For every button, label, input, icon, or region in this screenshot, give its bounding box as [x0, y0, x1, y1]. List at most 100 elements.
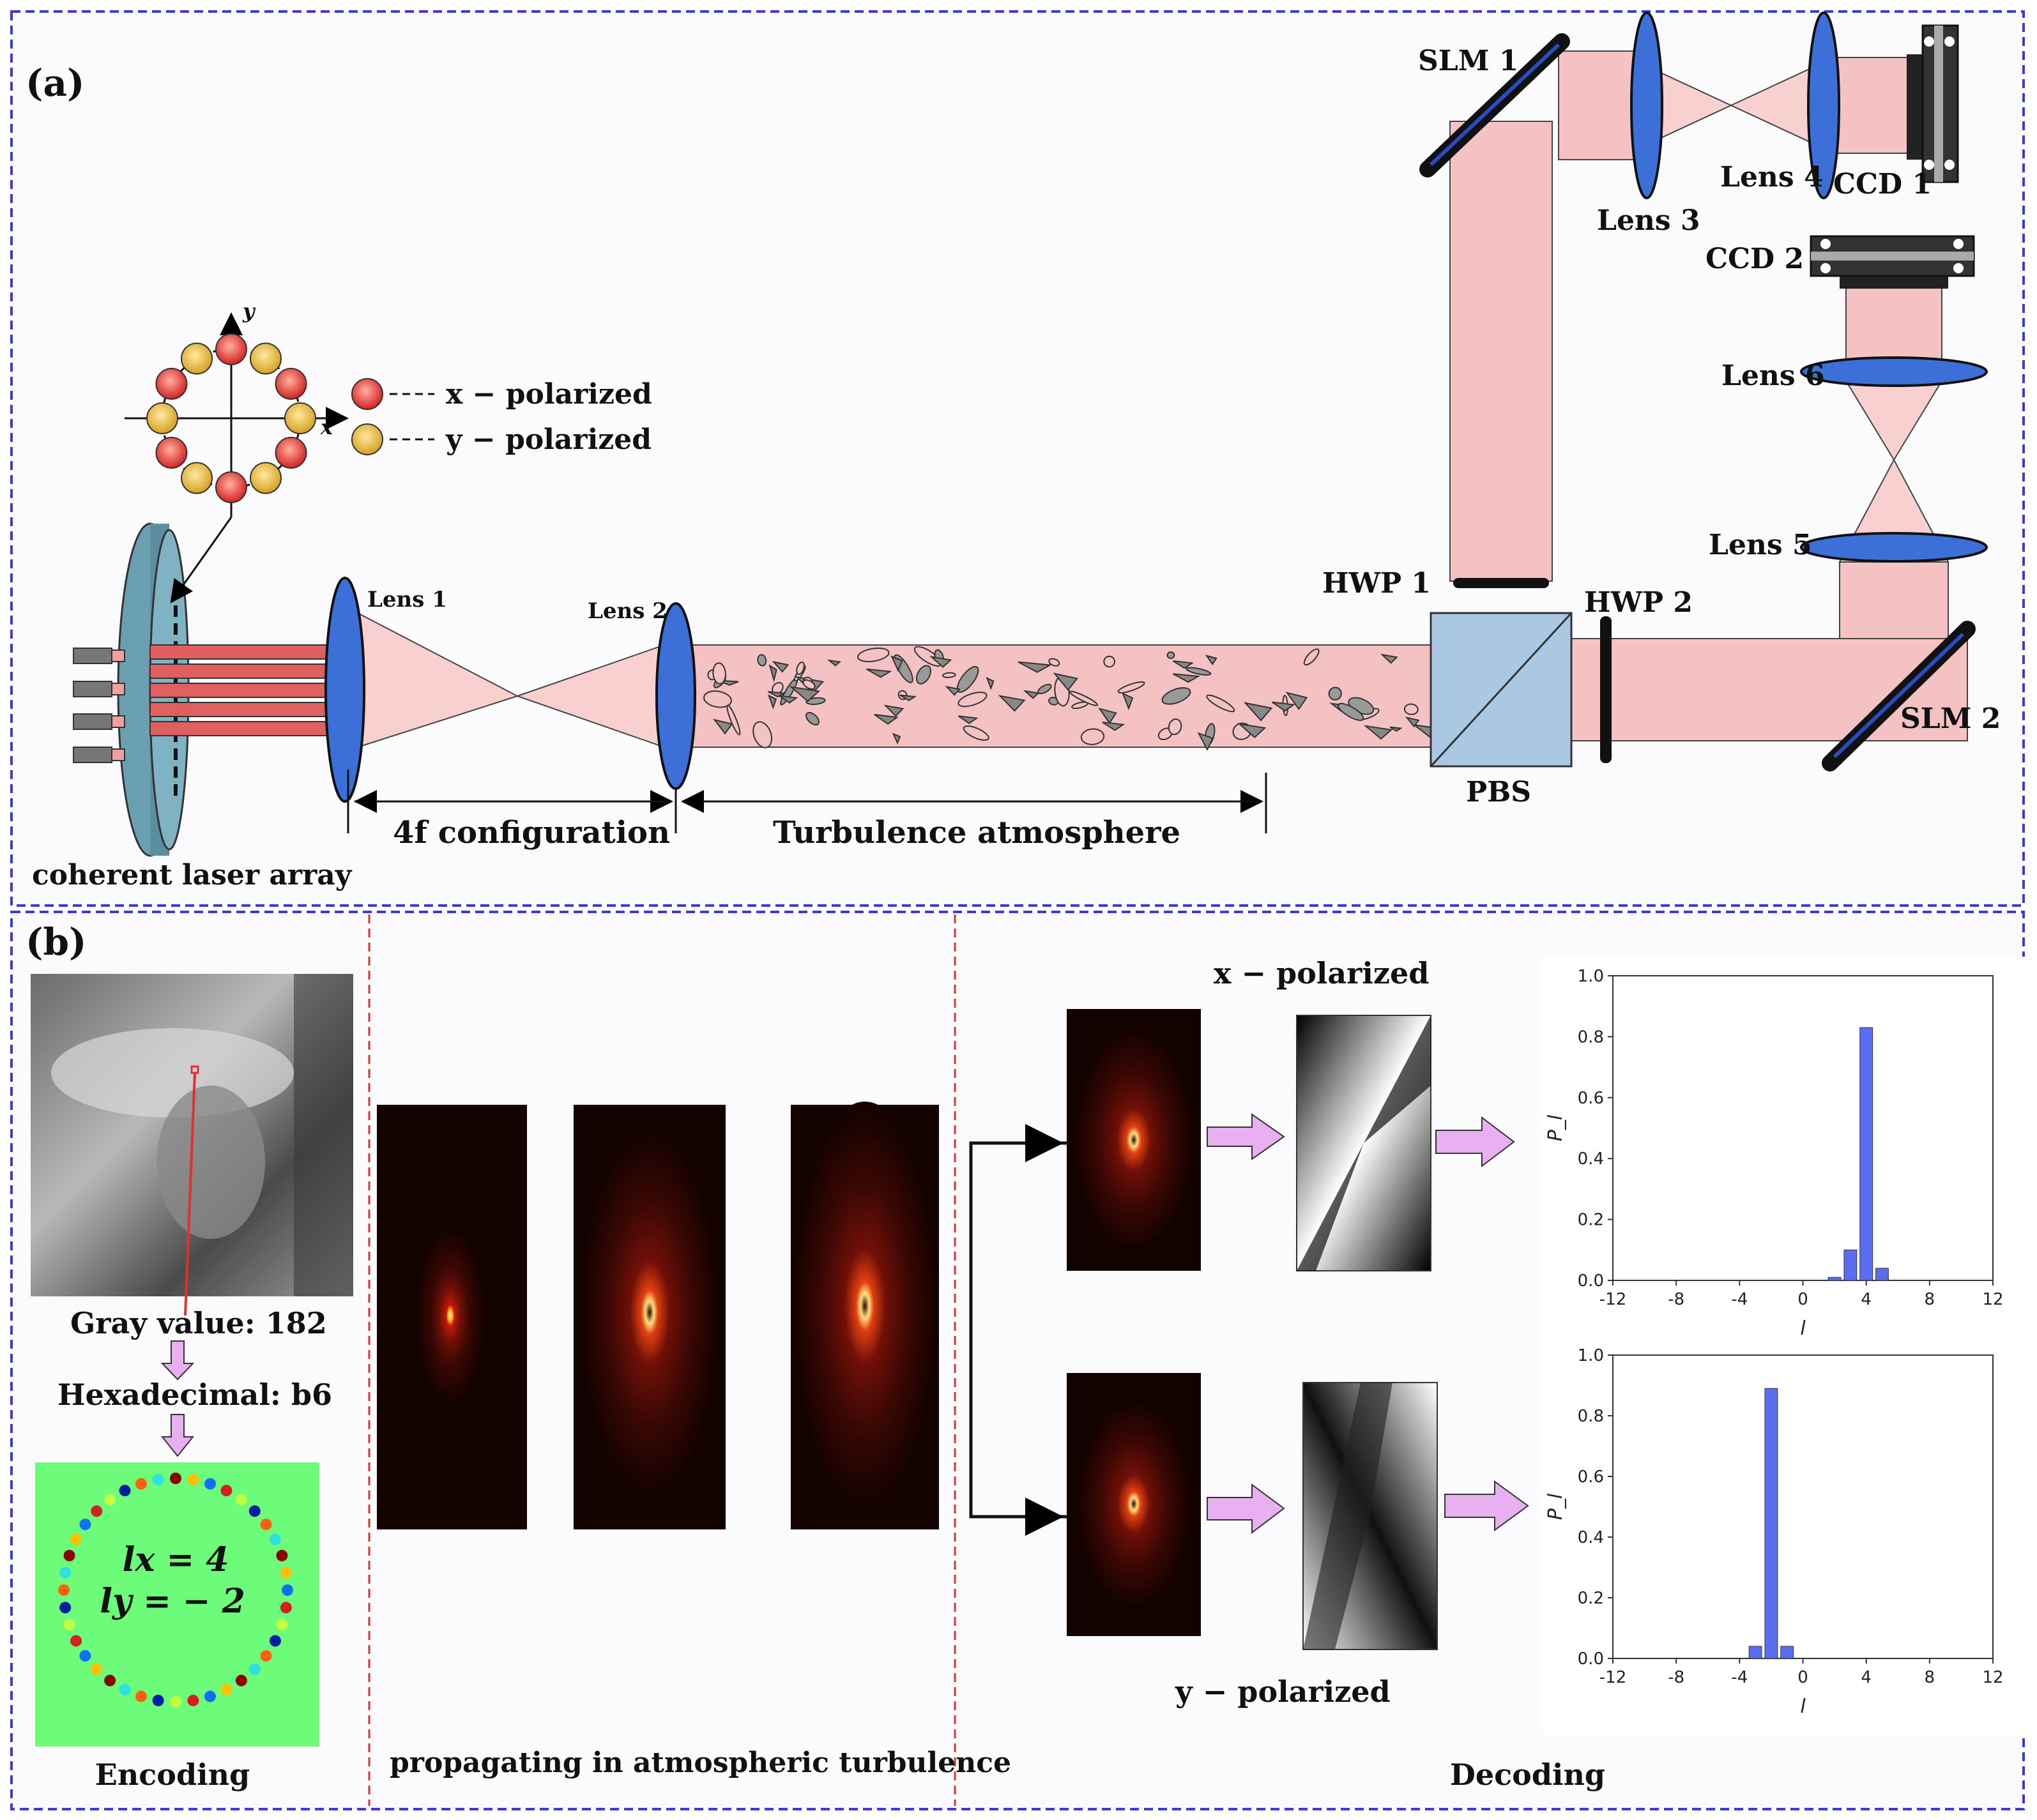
turbulence-eddy	[1080, 728, 1105, 745]
encoding-dot	[269, 1635, 281, 1647]
encoding-dot	[260, 1519, 272, 1531]
lens-5-label: Lens 5	[1709, 529, 1812, 561]
y-tick-label: 0.2	[1578, 1211, 1604, 1230]
y-tick-label: 0.6	[1578, 1089, 1604, 1108]
chart-background	[1543, 957, 2025, 1357]
encoding-dot	[220, 1485, 233, 1497]
turbulence-eddy	[957, 692, 988, 708]
turbulence-shard	[713, 718, 733, 735]
encoding-dot	[70, 1533, 82, 1545]
encoding-dot	[135, 1478, 147, 1490]
y-tick-label: 0.2	[1578, 1589, 1604, 1608]
turbulence-shard	[1271, 701, 1295, 712]
turbulence-shard	[768, 691, 787, 698]
turbulence-eddy	[752, 721, 773, 748]
turbulence-eddy	[1161, 687, 1191, 705]
bar	[1843, 1249, 1858, 1281]
inset-axis-x: x	[320, 415, 333, 439]
y-axis-label: P_l	[1545, 1114, 1567, 1141]
turbulence-shard	[874, 713, 899, 725]
ccd-2	[1810, 235, 1975, 289]
turbulence-shard	[1098, 708, 1117, 725]
ring-emitter-dot	[275, 368, 307, 400]
turbulence-shard	[1380, 653, 1398, 664]
lens-4-label: Lens 4	[1720, 161, 1824, 193]
encoding-dot	[282, 1584, 293, 1596]
lens-2	[655, 602, 696, 790]
encoding-dot	[280, 1566, 292, 1579]
y-tick-label: 0.8	[1578, 1028, 1604, 1047]
slm-1-label: SLM 1	[1418, 45, 1518, 77]
turbulence-shard	[779, 695, 798, 704]
hwp-1-label: HWP 1	[1322, 567, 1431, 600]
bar	[1827, 1277, 1842, 1281]
turbulence-eddy	[1186, 667, 1212, 676]
speckle-x-spot	[1073, 1028, 1194, 1252]
turbulence-eddy	[796, 661, 805, 675]
x-tick-label: 12	[1982, 1668, 2003, 1687]
turbulence-eddy	[1103, 655, 1115, 668]
ring-emitter-dot	[155, 437, 188, 469]
turbulence-eddy	[805, 711, 820, 726]
turbulence-shard	[892, 732, 901, 745]
encoding-dot	[235, 1674, 247, 1687]
x-tick-label: -4	[1731, 1668, 1748, 1687]
x-tick-label: 8	[1925, 1290, 1935, 1309]
turbulence-eddy	[757, 654, 767, 667]
turbulence-shard	[929, 656, 952, 668]
arrow-right-2	[1435, 1116, 1515, 1168]
turbulence-eddy	[942, 672, 956, 678]
x-tick-label: 4	[1861, 1290, 1872, 1309]
arrow-right-3	[1207, 1483, 1285, 1535]
pbs-label: PBS	[1466, 776, 1531, 808]
turbulence-shard	[1018, 661, 1052, 673]
encoding-dot	[70, 1635, 82, 1647]
polarization-ring-inset	[125, 312, 349, 603]
encoding-dot	[248, 1663, 261, 1675]
x-tick-label: 0	[1797, 1290, 1808, 1309]
encoding-dot	[59, 1602, 72, 1614]
beam-right-low	[1839, 561, 1949, 639]
ring-emitter-dot	[250, 342, 282, 375]
encoding-dot	[59, 1566, 72, 1579]
slm-2-label: SLM 2	[1900, 702, 2001, 735]
inset-axis-y: y	[242, 299, 256, 323]
encoding-dot	[58, 1584, 70, 1596]
hexadecimal-label: Hexadecimal: b6	[57, 1377, 332, 1412]
turbulence-shard	[1405, 717, 1420, 728]
encoding-caption: Encoding	[95, 1757, 250, 1792]
arrow-right-4	[1444, 1480, 1529, 1531]
encoding-dot	[187, 1474, 199, 1486]
ring-emitter-dot	[215, 471, 247, 503]
slm-2	[1822, 621, 1976, 771]
arrow-down-2	[160, 1414, 195, 1457]
beam-vertical	[1449, 121, 1553, 582]
turbulence-shard	[1389, 726, 1403, 732]
turbulence-shard	[1053, 672, 1079, 691]
ring-emitter-dot	[181, 342, 213, 375]
y-tick-label: 0.6	[1578, 1467, 1604, 1487]
turbulence-eddy	[712, 662, 726, 685]
turbulence-eddy	[703, 690, 732, 708]
turbulence-eddy	[915, 665, 931, 685]
ly-label: ly = − 2	[100, 1582, 245, 1621]
encoding-dot	[220, 1683, 233, 1695]
turbulence-eddy	[1117, 681, 1145, 694]
turbulence-shard	[768, 664, 777, 683]
x-pol-legend-dot	[351, 378, 383, 410]
encoding-dot	[260, 1649, 272, 1662]
ring-emitter-dot	[155, 368, 188, 400]
y-axis-label: P_l	[1545, 1493, 1567, 1520]
turbulence-eddy	[1037, 683, 1052, 695]
lens-3	[1630, 11, 1663, 199]
y-tick-label: 0.0	[1578, 1271, 1604, 1291]
y-tick-label: 0.4	[1578, 1528, 1604, 1547]
beam-top	[1558, 50, 1642, 160]
y-tick-label: 1.0	[1578, 1346, 1604, 1365]
lens-6-label: Lens 6	[1721, 360, 1825, 392]
bar	[1780, 1646, 1794, 1659]
encoding-dot	[119, 1683, 131, 1695]
encoding-dot	[170, 1696, 181, 1708]
